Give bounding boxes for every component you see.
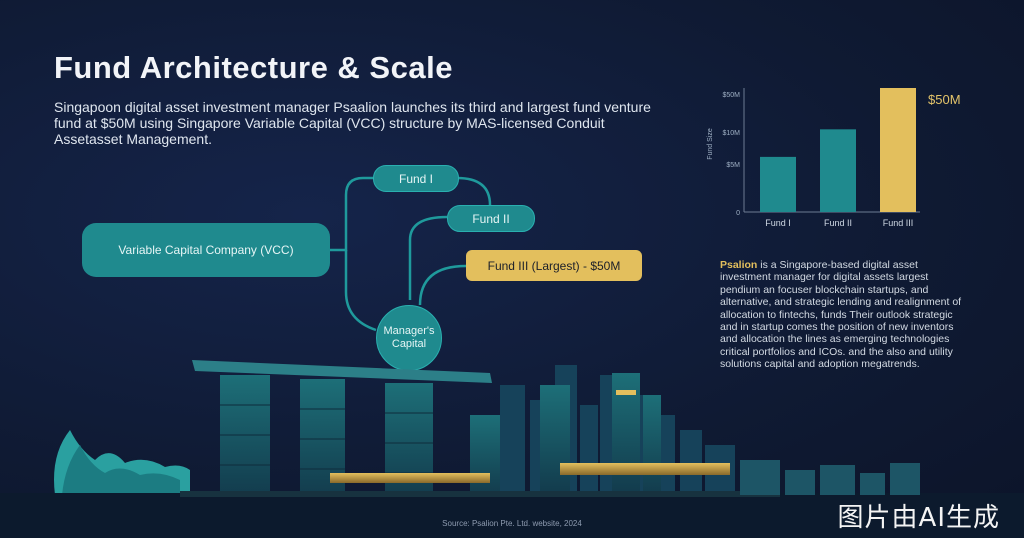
connector-vcc-fund1: [330, 176, 373, 252]
page-title: Fund Architecture & Scale: [54, 50, 453, 85]
vcc-node: Variable Capital Company (VCC): [82, 223, 330, 277]
connector-fund1-fund2: [456, 176, 492, 206]
manager-capital-node: Manager's Capital: [376, 305, 442, 371]
chart-x-tick-label: Fund III: [883, 218, 914, 228]
chart-bar: [880, 88, 916, 212]
manager-label-line1: Manager's: [383, 325, 435, 337]
fund-1-node: Fund I: [373, 165, 459, 192]
description-brand: Psalion: [720, 259, 758, 271]
chart-y-label: Fund Size: [707, 128, 714, 160]
chart-x-tick-label: Fund I: [765, 218, 791, 228]
connector-fund2-manager: [408, 215, 448, 300]
connector-fund3-manager: [418, 264, 467, 306]
manager-label-line2: Capital: [391, 338, 427, 350]
chart-y-tick-label: $10M: [722, 130, 740, 137]
chart-bar: [820, 129, 856, 212]
chart-x-tick-label: Fund II: [824, 218, 852, 228]
fund-2-node: Fund II: [447, 205, 535, 232]
source-note: Source: Psalion Pte. Ltd. website, 2024: [442, 519, 582, 528]
intro-text: Singapoon digital asset investment manag…: [54, 99, 651, 147]
chart-annotation: $50M: [928, 92, 961, 107]
description-body: is a Singapore-based digital asset inves…: [720, 259, 962, 371]
chart-bar: [760, 156, 796, 212]
connector-vcc-manager: [344, 250, 377, 332]
chart-y-tick-label: 0: [736, 210, 740, 217]
fund-3-node: Fund III (Largest) - $50M: [466, 250, 642, 281]
description-text: Psalion is a Singapore-based digital ass…: [720, 259, 965, 371]
singapore-skyline-illustration: [0, 360, 1024, 538]
chart-y-tick-label: $50M: [722, 92, 740, 99]
ai-watermark: 图片由AI生成: [837, 503, 1000, 533]
chart-y-tick-label: $5M: [726, 162, 740, 169]
